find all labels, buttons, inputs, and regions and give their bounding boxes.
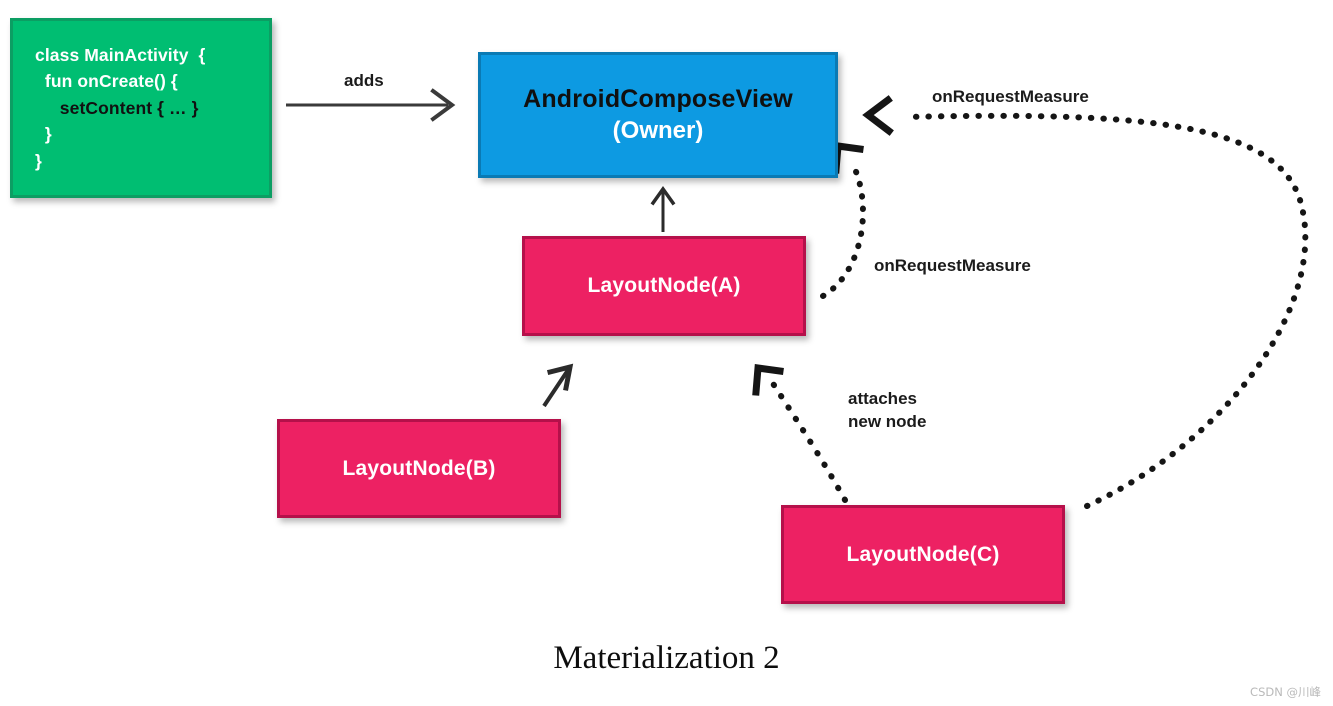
android-compose-view-box: AndroidComposeView (Owner) <box>478 52 838 178</box>
layout-node-a-label: LayoutNode(A) <box>587 274 741 297</box>
edge-label-attaches-new-node: attaches new node <box>848 389 927 431</box>
edge-c-to-owner-measure <box>862 95 1309 509</box>
edge-b-to-a <box>542 363 574 408</box>
edge-label-onrequestmeasure-middle: onRequestMeasure <box>874 256 1031 275</box>
edge-a-to-owner <box>650 185 676 232</box>
code-line-4: } <box>35 124 52 145</box>
owner-box-title: AndroidComposeView <box>523 85 793 113</box>
layout-node-c-box: LayoutNode(C) <box>781 505 1065 604</box>
edge-c-to-a <box>752 364 848 503</box>
code-line-2: fun onCreate() { <box>35 71 178 92</box>
layout-node-b-box: LayoutNode(B) <box>277 419 561 518</box>
watermark: CSDN @川峰 <box>1250 685 1321 699</box>
code-box: class MainActivity { fun onCreate() { se… <box>10 18 272 198</box>
edge-adds <box>286 88 456 122</box>
layout-node-c-label: LayoutNode(C) <box>846 542 1000 566</box>
diagram-caption: Materialization 2 <box>553 640 780 676</box>
edge-label-adds: adds <box>344 71 384 90</box>
code-line-5: } <box>35 150 42 171</box>
code-line-3: setContent { … } <box>35 97 199 118</box>
edge-label-onrequestmeasure-top: onRequestMeasure <box>932 87 1089 106</box>
owner-box-subtitle: (Owner) <box>612 117 704 144</box>
code-line-1: class MainActivity { <box>35 44 206 65</box>
layout-node-b-label: LayoutNode(B) <box>342 456 496 480</box>
layout-node-a-box: LayoutNode(A) <box>522 236 806 336</box>
